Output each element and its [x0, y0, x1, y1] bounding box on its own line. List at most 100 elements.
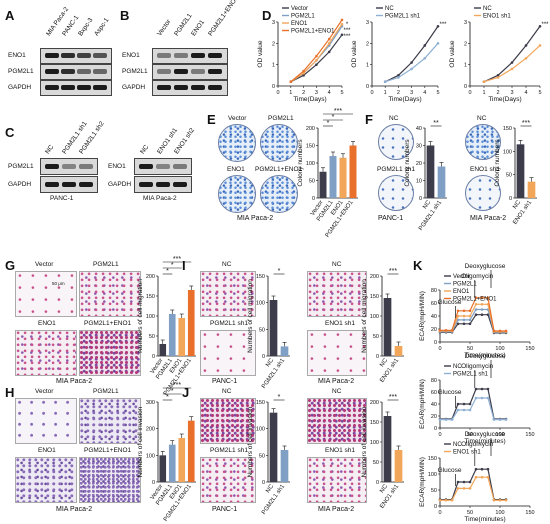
x-tick-label: NC: [265, 357, 275, 368]
y-tick-label: 80: [431, 288, 437, 294]
x-tick-label: 150: [525, 432, 534, 438]
y-tick-label: 50: [309, 179, 315, 185]
x-tick-label: 3: [510, 90, 513, 96]
x-tick-label: NC: [379, 483, 389, 494]
migration-image: [79, 271, 141, 317]
colony-dish: [260, 175, 298, 213]
y-axis-title: Numbers of cell migration: [361, 279, 368, 353]
y-tick-label: 50: [431, 488, 437, 494]
x-tick-label: 5: [340, 90, 343, 96]
data-point: [480, 387, 484, 391]
data-point: [410, 67, 413, 71]
data-point: [383, 80, 387, 84]
x-tick-label: 0: [438, 510, 441, 516]
y-tick-label: 200: [370, 400, 379, 406]
blot-b-row-1: ENO1: [122, 52, 140, 59]
data-point: [486, 387, 490, 391]
y-tick-label: 20: [431, 327, 437, 333]
data-point: [538, 24, 542, 28]
significance-mark: *: [346, 22, 349, 28]
y-tick-label: 60: [431, 390, 437, 396]
data-point: [468, 487, 472, 490]
data-point: [327, 37, 331, 41]
y-tick-label: 0: [152, 480, 155, 486]
data-point: [397, 76, 400, 79]
x-tick-label: 150: [525, 346, 534, 352]
img-g-label-2: PGM2L1: [93, 261, 119, 268]
data-point: [524, 44, 528, 47]
invasion-image: [307, 457, 367, 503]
legend-label: ENO1 sh1: [483, 14, 511, 20]
y-tick-label: 100: [256, 427, 265, 433]
bar: [178, 318, 186, 356]
y-tick-label: 100: [146, 453, 155, 459]
panel-label-k: K: [413, 258, 423, 273]
data-point: [438, 329, 442, 332]
data-point: [504, 418, 508, 421]
img-j-left-label-1: NC: [222, 388, 232, 395]
bar: [159, 455, 167, 482]
blot-c-left-cell: PANC-1: [50, 195, 74, 202]
bar: [168, 444, 176, 482]
y-tick-label: 3: [272, 20, 275, 26]
img-j-left-cell: PANC-1: [212, 506, 238, 513]
significance-mark: ***: [343, 34, 351, 40]
significance-mark: ***: [389, 268, 397, 275]
x-tick-label: 4: [328, 90, 331, 96]
y-tick-label: 100: [256, 301, 265, 307]
data-point: [480, 296, 484, 300]
y-tick-label: 150: [306, 144, 315, 150]
bar: [269, 300, 278, 356]
x-tick-label: NC: [422, 199, 432, 210]
x-tick-label: 2: [302, 90, 305, 96]
y-tick-label: 2: [464, 41, 467, 47]
annotation-glucose: Glucose: [438, 467, 462, 474]
bar: [280, 450, 289, 482]
y-axis-title: Colony numbers: [494, 139, 501, 187]
x-tick-label: 2: [397, 90, 400, 96]
series-line: [440, 308, 506, 333]
blot-c-right-row-2: GAPDH: [108, 181, 132, 188]
dish-f-left-label-2: PGM2L1 sh1: [377, 166, 415, 173]
bar: [394, 346, 403, 356]
data-point: [450, 329, 454, 332]
y-tick-label: 200: [306, 126, 315, 132]
data-point: [444, 329, 448, 332]
data-point: [480, 303, 484, 306]
annotation-deoxyglucose: Deoxyglucose: [465, 263, 506, 270]
data-point: [480, 396, 484, 400]
data-point: [289, 80, 293, 84]
y-tick-label: 20: [416, 161, 422, 167]
data-point: [438, 498, 442, 502]
data-point: [468, 309, 472, 313]
data-point: [480, 475, 484, 479]
data-point: [462, 402, 466, 406]
bar: [280, 346, 289, 356]
dish-e-cell: MIA Paca-2: [237, 215, 274, 222]
legend-label: PGM2L1 sh1: [385, 14, 421, 20]
y-axis-title: OD value: [351, 40, 358, 67]
significance-mark: *: [171, 388, 174, 395]
legend-label: PGM2L1: [291, 14, 315, 20]
colony-dish: [218, 175, 256, 213]
blot-a-row-2: PGM2L1: [8, 68, 34, 75]
data-point: [480, 308, 484, 311]
x-tick-label: 0: [370, 90, 373, 96]
data-point: [456, 318, 460, 322]
dish-f-right-label-1: NC: [477, 115, 487, 122]
data-point: [456, 309, 460, 313]
invasion-image: [307, 398, 367, 444]
series-line: [440, 397, 506, 421]
y-axis-title: ECAR(mpH/MIN): [419, 379, 426, 429]
blot-c-right-row-1: ENO1: [108, 163, 126, 170]
data-point: [504, 498, 508, 502]
img-g-label-3: ENO1: [38, 320, 56, 327]
y-tick-label: 200: [370, 274, 379, 280]
data-point: [462, 487, 466, 490]
series-line: [440, 303, 506, 333]
panel-label-g: G: [5, 258, 16, 273]
blot-b-row-2: PGM2L1: [122, 68, 148, 75]
y-axis-title: ECAR(mpH/MIN): [419, 457, 426, 507]
data-point: [474, 308, 478, 311]
y-tick-label: 0: [262, 354, 265, 360]
